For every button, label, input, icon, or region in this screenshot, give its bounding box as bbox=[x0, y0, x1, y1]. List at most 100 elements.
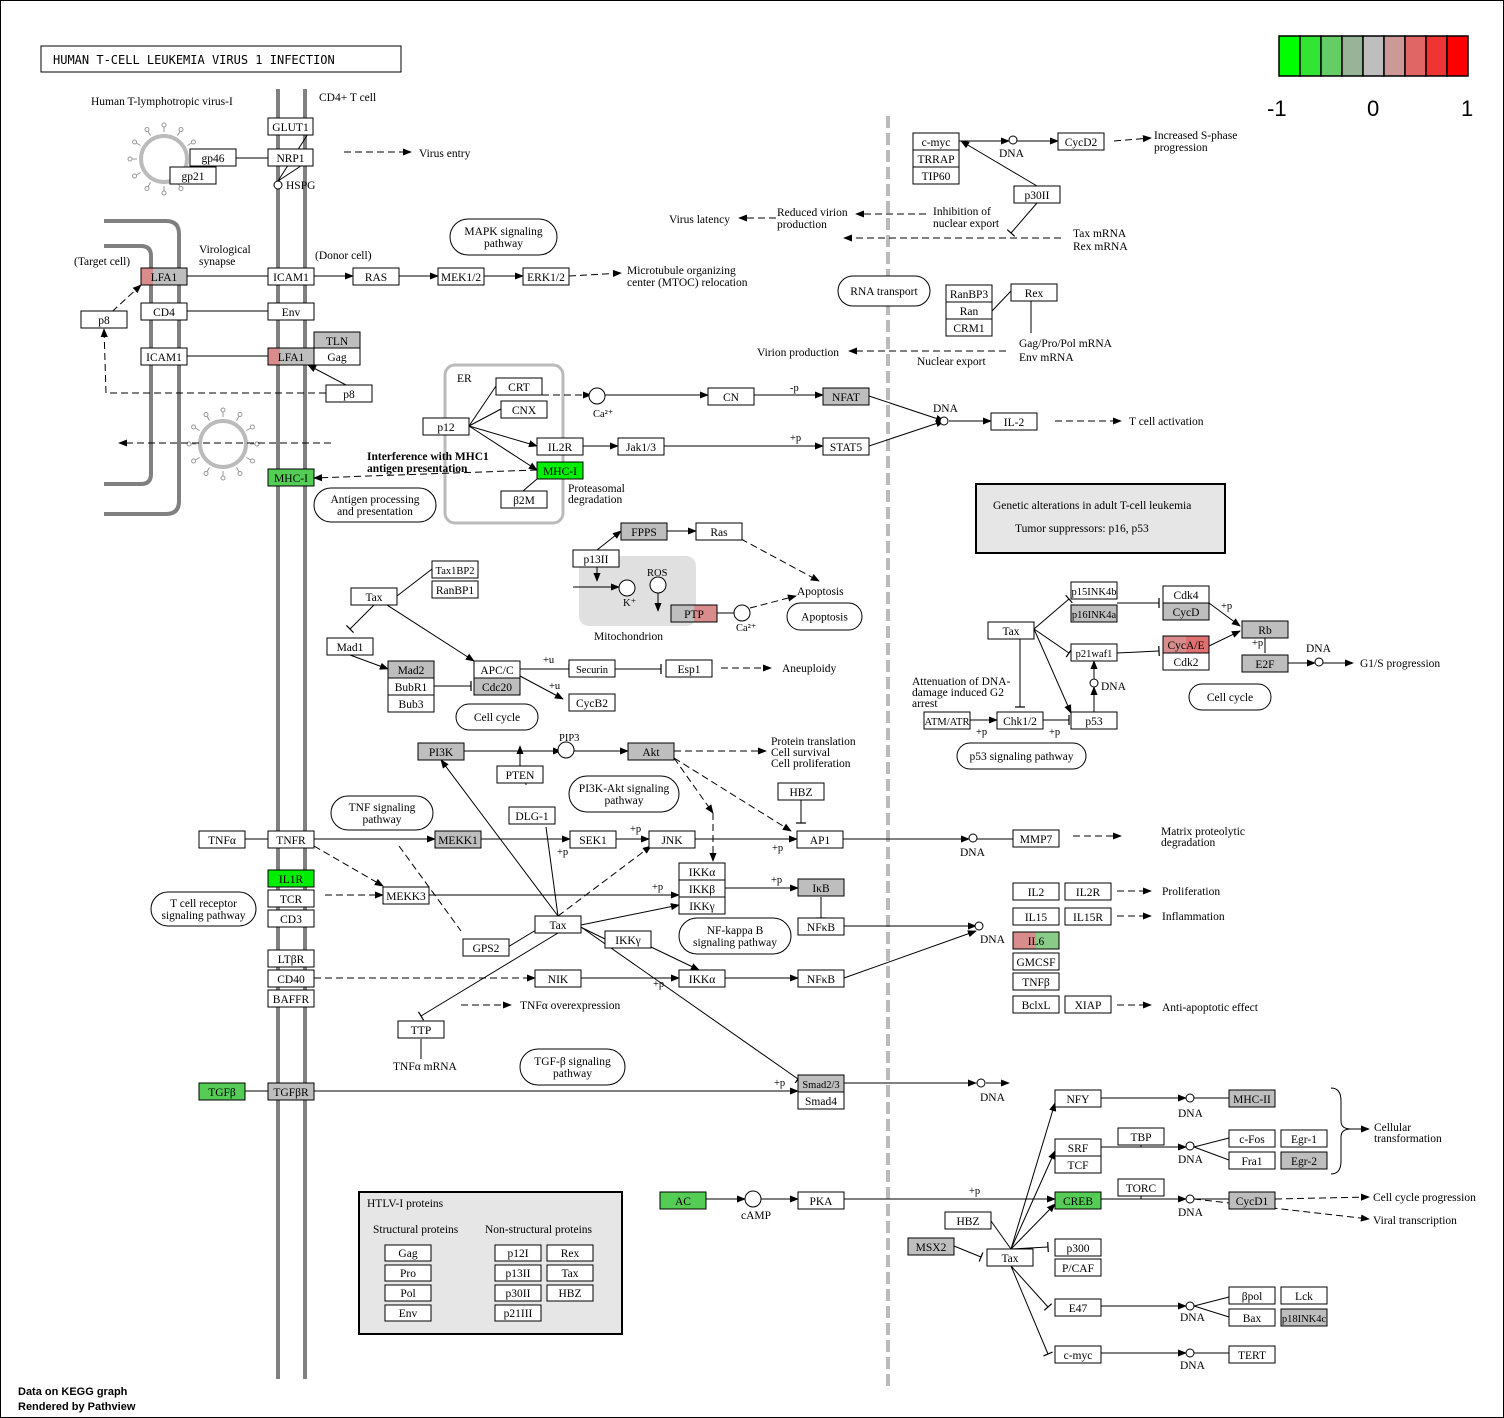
gene-node-gmcsf[interactable]: GMCSF bbox=[1012, 952, 1060, 971]
gene-node-mad1[interactable]: Mad1 bbox=[326, 637, 374, 656]
gene-node-securin[interactable]: Securin bbox=[568, 659, 616, 678]
gene-node-ranbp3[interactable]: RanBP3 bbox=[945, 284, 993, 303]
gene-node-cmyc1[interactable]: c-myc bbox=[912, 132, 960, 151]
gene-node-mek12[interactable]: MEK1/2 bbox=[437, 267, 485, 286]
gene-node-hp12i[interactable]: p12I bbox=[494, 1244, 542, 1262]
gene-node-ptp[interactable]: PTP bbox=[670, 604, 718, 623]
gene-node-bubr1[interactable]: BubR1 bbox=[387, 677, 435, 696]
gene-node-icam1b[interactable]: ICAM1 bbox=[140, 347, 188, 366]
gene-node-nfy[interactable]: NFY bbox=[1054, 1089, 1102, 1108]
gene-node-glut1[interactable]: GLUT1 bbox=[267, 117, 314, 136]
gene-node-pka[interactable]: PKA bbox=[797, 1191, 845, 1210]
gene-node-tnfr[interactable]: TNFR bbox=[267, 830, 315, 849]
gene-node-xiap[interactable]: XIAP bbox=[1064, 995, 1112, 1014]
gene-node-smad4[interactable]: Smad4 bbox=[797, 1091, 845, 1110]
gene-node-tln[interactable]: TLN bbox=[313, 331, 361, 350]
gene-node-hp30ii[interactable]: p30II bbox=[494, 1284, 542, 1302]
gene-node-mhc1a[interactable]: MHC-I bbox=[267, 468, 315, 487]
gene-node-erk12[interactable]: ERK1/2 bbox=[522, 267, 570, 286]
gene-node-fpps[interactable]: FPPS bbox=[620, 522, 668, 541]
gene-node-hpol[interactable]: Pol bbox=[384, 1284, 432, 1302]
gene-node-bpol[interactable]: βpol bbox=[1228, 1286, 1276, 1305]
gene-node-hbz2[interactable]: HBZ bbox=[944, 1211, 992, 1230]
gene-node-cycb2[interactable]: CycB2 bbox=[568, 693, 616, 712]
gene-node-ikkg2[interactable]: IKKγ bbox=[604, 930, 652, 949]
gene-node-ran[interactable]: Ran bbox=[945, 301, 993, 320]
gene-node-jnk[interactable]: JNK bbox=[648, 830, 696, 849]
gene-node-pi3k[interactable]: PI3K bbox=[417, 742, 465, 761]
gene-node-chk12[interactable]: Chk1/2 bbox=[996, 711, 1044, 730]
gene-node-cycae[interactable]: CycA/E bbox=[1162, 635, 1210, 654]
gene-node-p18ink4c[interactable]: p18INK4c bbox=[1280, 1308, 1328, 1327]
gene-node-ikkg1[interactable]: IKKγ bbox=[678, 896, 726, 915]
gene-node-cd40[interactable]: CD40 bbox=[267, 969, 315, 988]
gene-node-cd3[interactable]: CD3 bbox=[267, 909, 315, 928]
gene-node-tnfa[interactable]: TNFα bbox=[198, 830, 246, 849]
gene-node-torc[interactable]: TORC bbox=[1117, 1178, 1165, 1197]
gene-node-ltbr[interactable]: LTβR bbox=[267, 949, 315, 968]
gene-node-gag1[interactable]: Gag bbox=[313, 347, 361, 366]
gene-node-p8a[interactable]: p8 bbox=[80, 310, 128, 329]
gene-node-henv[interactable]: Env bbox=[384, 1304, 432, 1322]
gene-node-nfat[interactable]: NFAT bbox=[822, 387, 870, 406]
gene-node-tip60[interactable]: TIP60 bbox=[912, 166, 960, 185]
gene-node-tax3[interactable]: Tax bbox=[534, 915, 582, 934]
gene-node-tax1[interactable]: Tax bbox=[350, 587, 398, 606]
gene-node-tcr[interactable]: TCR bbox=[267, 889, 315, 908]
gene-node-smad23[interactable]: Smad2/3 bbox=[797, 1074, 845, 1093]
gene-node-pten[interactable]: PTEN bbox=[496, 765, 544, 784]
gene-node-nrp1[interactable]: NRP1 bbox=[267, 148, 314, 167]
gene-node-mmp7[interactable]: MMP7 bbox=[1012, 829, 1060, 848]
gene-node-ikka1[interactable]: IKKα bbox=[678, 862, 726, 881]
gene-node-htax[interactable]: Tax bbox=[546, 1264, 594, 1282]
gene-node-hrex[interactable]: Rex bbox=[546, 1244, 594, 1262]
gene-node-icam1a[interactable]: ICAM1 bbox=[267, 267, 315, 286]
gene-node-tert[interactable]: TERT bbox=[1228, 1345, 1276, 1364]
gene-node-ap1[interactable]: AP1 bbox=[796, 830, 844, 849]
gene-node-mekk1[interactable]: MEKK1 bbox=[434, 830, 482, 849]
gene-node-ikb[interactable]: IκB bbox=[797, 878, 845, 897]
gene-node-tbp[interactable]: TBP bbox=[1117, 1127, 1165, 1146]
gene-node-tax2[interactable]: Tax bbox=[987, 621, 1035, 640]
gene-node-stat5[interactable]: STAT5 bbox=[822, 437, 870, 456]
gene-node-cdc20[interactable]: Cdc20 bbox=[473, 677, 521, 696]
gene-node-egr1[interactable]: Egr-1 bbox=[1280, 1129, 1328, 1148]
gene-node-trrap[interactable]: TRRAP bbox=[912, 149, 960, 168]
gene-node-il1r[interactable]: IL1R bbox=[267, 869, 315, 888]
gene-node-bax[interactable]: Bax bbox=[1228, 1308, 1276, 1327]
gene-node-esp1[interactable]: Esp1 bbox=[665, 659, 713, 678]
gene-node-p21waf1[interactable]: p21waf1 bbox=[1070, 643, 1118, 662]
gene-node-fra1[interactable]: Fra1 bbox=[1228, 1151, 1276, 1170]
gene-node-tcf[interactable]: TCF bbox=[1054, 1155, 1102, 1174]
pathway-cellcycle2[interactable]: Cell cycle bbox=[1188, 683, 1272, 711]
gene-node-lck[interactable]: Lck bbox=[1280, 1286, 1328, 1305]
gene-node-cn[interactable]: CN bbox=[707, 387, 755, 406]
gene-node-lfa1a[interactable]: LFA1 bbox=[140, 267, 188, 286]
gene-node-cdk4[interactable]: Cdk4 bbox=[1162, 585, 1210, 604]
gene-node-ikkb[interactable]: IKKβ bbox=[678, 879, 726, 898]
gene-node-tgfbr[interactable]: TGFβR bbox=[267, 1082, 315, 1101]
gene-node-crt[interactable]: CRT bbox=[495, 377, 543, 396]
gene-node-tax1bp2[interactable]: Tax1BP2 bbox=[431, 560, 479, 579]
gene-node-ac[interactable]: AC bbox=[659, 1191, 707, 1210]
gene-node-ranbp1[interactable]: RanBP1 bbox=[431, 580, 479, 599]
gene-node-ttp[interactable]: TTP bbox=[397, 1020, 445, 1039]
pathway-p53path[interactable]: p53 signaling pathway bbox=[956, 742, 1087, 770]
gene-node-mekk3[interactable]: MEKK3 bbox=[382, 886, 430, 905]
gene-node-cdk2[interactable]: Cdk2 bbox=[1162, 652, 1210, 671]
gene-node-sek1[interactable]: SEK1 bbox=[569, 830, 617, 849]
gene-node-rasb[interactable]: Ras bbox=[695, 522, 743, 541]
gene-node-tnfb[interactable]: TNFβ bbox=[1012, 972, 1060, 991]
gene-node-cd4[interactable]: CD4 bbox=[140, 302, 188, 321]
gene-node-il6[interactable]: IL6 bbox=[1012, 931, 1060, 950]
pathway-apoptosis[interactable]: Apoptosis bbox=[786, 602, 863, 631]
gene-node-p16ink4a[interactable]: p16INK4a bbox=[1070, 604, 1118, 623]
gene-node-ras1[interactable]: RAS bbox=[352, 267, 400, 286]
pathway-cellcycle1[interactable]: Cell cycle bbox=[455, 703, 539, 731]
gene-node-e47[interactable]: E47 bbox=[1054, 1298, 1102, 1317]
